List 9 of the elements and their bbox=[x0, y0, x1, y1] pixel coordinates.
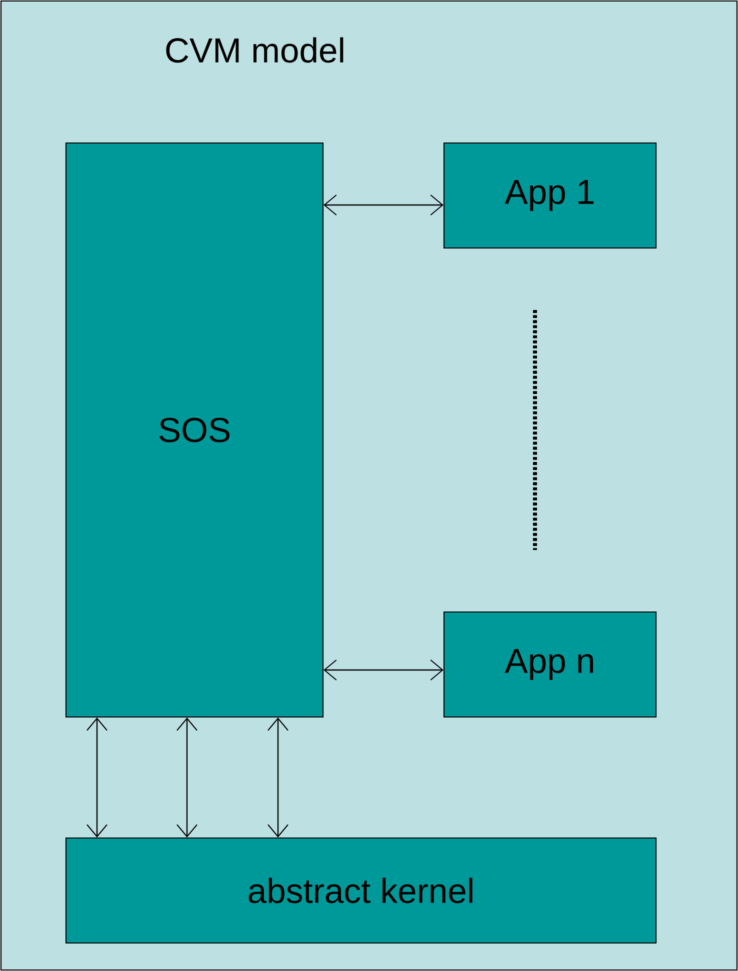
arrow bbox=[324, 660, 444, 680]
app-box: App n bbox=[443, 611, 657, 718]
app-box: App 1 bbox=[443, 142, 657, 249]
arrow bbox=[176, 718, 198, 838]
arrow bbox=[268, 718, 288, 838]
arrow bbox=[86, 718, 108, 838]
arrow bbox=[324, 194, 444, 216]
block: SOS bbox=[65, 142, 324, 718]
kernel-box: abstract kernel bbox=[65, 837, 657, 944]
